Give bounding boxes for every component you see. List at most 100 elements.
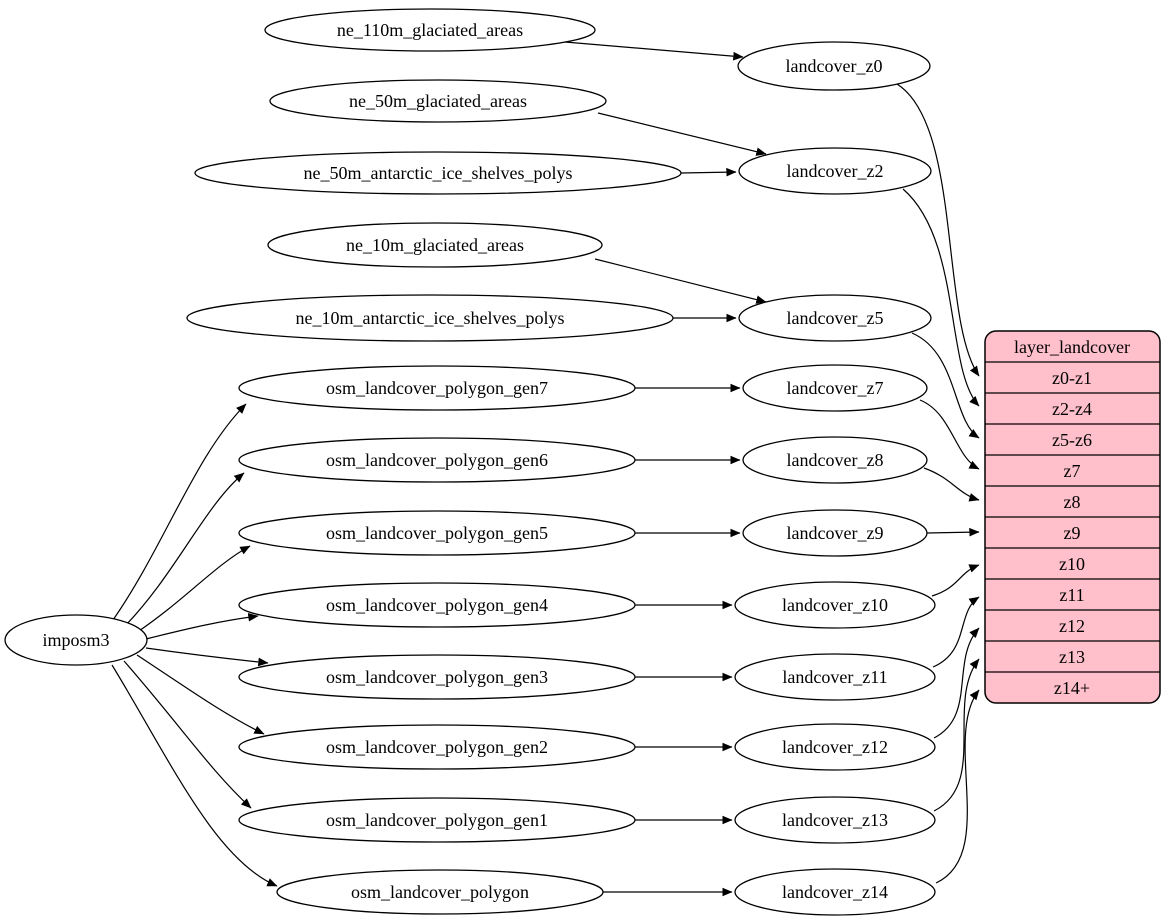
edge-imposm3-gen7 (112, 403, 247, 621)
node-landcover-z9: landcover_z9 (742, 509, 928, 557)
edge-ne110m-glaciated-z0 (564, 41, 744, 61)
node-label: landcover_z11 (782, 667, 887, 687)
table-row-z10: z10 (1059, 554, 1085, 574)
node-label: landcover_z7 (787, 378, 884, 398)
node-osm-landcover-polygon: osm_landcover_polygon (276, 869, 604, 915)
node-label: osm_landcover_polygon_gen7 (326, 378, 548, 398)
node-label: landcover_z0 (786, 56, 883, 76)
node-osm-landcover-polygon-gen2: osm_landcover_polygon_gen2 (238, 724, 636, 770)
node-ellipse (238, 510, 636, 556)
node-label: ne_50m_antarctic_ice_shelves_polys (304, 163, 573, 183)
node-landcover-z7: landcover_z7 (742, 364, 928, 412)
node-osm-landcover-polygon-gen3: osm_landcover_polygon_gen3 (238, 654, 636, 700)
table-row-z5-z6: z5-z6 (1052, 430, 1092, 450)
node-ellipse (267, 222, 603, 268)
node-ne-10m-glaciated-areas: ne_10m_glaciated_areas (267, 222, 603, 268)
edge-ne50m-glaciated-z2 (597, 112, 767, 156)
edge-z11-row-z11 (932, 596, 980, 668)
node-ellipse (734, 581, 936, 629)
node-label: landcover_z5 (787, 308, 884, 328)
node-ne-10m-antarctic-ice-shelves-polys: ne_10m_antarctic_ice_shelves_polys (186, 294, 674, 342)
edge-z2-row-z2z4 (902, 188, 980, 407)
node-landcover-z11: landcover_z11 (734, 653, 936, 701)
node-osm-landcover-polygon-gen1: osm_landcover_polygon_gen1 (238, 797, 636, 843)
node-label: landcover_z10 (782, 595, 888, 615)
node-ellipse (269, 79, 607, 123)
node-label: osm_landcover_polygon_gen5 (326, 523, 548, 543)
node-landcover-z8: landcover_z8 (742, 436, 928, 484)
node-ne-110m-glaciated-areas: ne_110m_glaciated_areas (264, 8, 596, 52)
node-ellipse (738, 294, 932, 342)
node-label: imposm3 (42, 630, 109, 650)
edge-ne10m-glaciated-z5 (594, 258, 767, 304)
edge-z14-row-z14plus (935, 689, 980, 884)
node-osm-landcover-polygon-gen4: osm_landcover_polygon_gen4 (238, 582, 636, 628)
table-row-z8: z8 (1064, 492, 1081, 512)
table-row-z9: z9 (1064, 523, 1081, 543)
table-row-z0-z1: z0-z1 (1052, 368, 1092, 388)
node-ellipse (734, 796, 936, 844)
node-osm-landcover-polygon-gen6: osm_landcover_polygon_gen6 (238, 437, 636, 483)
node-landcover-z2: landcover_z2 (738, 147, 932, 195)
node-label: landcover_z12 (782, 737, 888, 757)
node-ellipse (238, 582, 636, 628)
node-ellipse (264, 8, 596, 52)
edge-z0-row-z0z1 (896, 83, 980, 377)
edge-imposm3-gen3 (145, 647, 269, 667)
node-label: osm_landcover_polygon_gen1 (326, 810, 548, 830)
node-ellipse (742, 509, 928, 557)
node-ellipse (238, 365, 636, 411)
node-label: osm_landcover_polygon_gen2 (326, 737, 548, 757)
node-landcover-z13: landcover_z13 (734, 796, 936, 844)
node-label: ne_50m_glaciated_areas (349, 91, 527, 111)
node-ellipse (737, 41, 931, 91)
node-label: ne_10m_antarctic_ice_shelves_polys (296, 308, 565, 328)
node-imposm3: imposm3 (4, 614, 148, 666)
node-ellipse (738, 147, 932, 195)
table-row-z13: z13 (1059, 647, 1085, 667)
table-title: layer_landcover (1014, 337, 1130, 357)
edges-layer (111, 41, 980, 897)
node-label: landcover_z14 (782, 882, 888, 902)
node-label: osm_landcover_polygon_gen6 (326, 450, 548, 470)
table-layer-landcover: layer_landcover z0-z1 z2-z4 z5-z6 z7 z8 … (984, 330, 1161, 704)
node-landcover-z14: landcover_z14 (734, 868, 936, 916)
edge-z9-row-z9 (926, 527, 980, 537)
node-ellipse (238, 724, 636, 770)
node-landcover-z10: landcover_z10 (734, 581, 936, 629)
node-ellipse (238, 797, 636, 843)
node-ellipse (734, 653, 936, 701)
node-label: landcover_z13 (782, 810, 888, 830)
node-ellipse (238, 654, 636, 700)
edge-imposm3-gen2 (136, 654, 265, 735)
node-ellipse (734, 868, 936, 916)
node-ne-50m-glaciated-areas: ne_50m_glaciated_areas (269, 79, 607, 123)
table-row-z7: z7 (1064, 461, 1081, 481)
node-landcover-z12: landcover_z12 (734, 723, 936, 771)
table-row-z11: z11 (1059, 585, 1084, 605)
node-ellipse (4, 614, 148, 666)
edge-z13-row-z13 (933, 658, 980, 812)
edge-z12-row-z12 (933, 627, 980, 739)
node-label: ne_110m_glaciated_areas (337, 20, 523, 40)
node-ellipse (742, 364, 928, 412)
node-osm-landcover-polygon-gen7: osm_landcover_polygon_gen7 (238, 365, 636, 411)
edge-z5-row-z5z6 (911, 332, 980, 439)
node-label: ne_10m_glaciated_areas (346, 235, 524, 255)
table-row-z2-z4: z2-z4 (1052, 399, 1092, 419)
node-label: osm_landcover_polygon (351, 882, 529, 902)
node-label: osm_landcover_polygon_gen3 (326, 667, 548, 687)
node-ellipse (742, 436, 928, 484)
edge-z8-row-z8 (923, 467, 980, 502)
table-row-z14plus: z14+ (1054, 678, 1090, 698)
edge-imposm3-polygon (111, 664, 278, 887)
node-label: landcover_z2 (787, 161, 884, 181)
edge-z10-row-z10 (931, 564, 980, 597)
table-row-z12: z12 (1059, 616, 1085, 636)
node-landcover-z5: landcover_z5 (738, 294, 932, 342)
node-ellipse (194, 151, 682, 195)
edge-imposm3-gen5 (135, 545, 251, 634)
node-osm-landcover-polygon-gen5: osm_landcover_polygon_gen5 (238, 510, 636, 556)
node-label: osm_landcover_polygon_gen4 (326, 595, 548, 615)
